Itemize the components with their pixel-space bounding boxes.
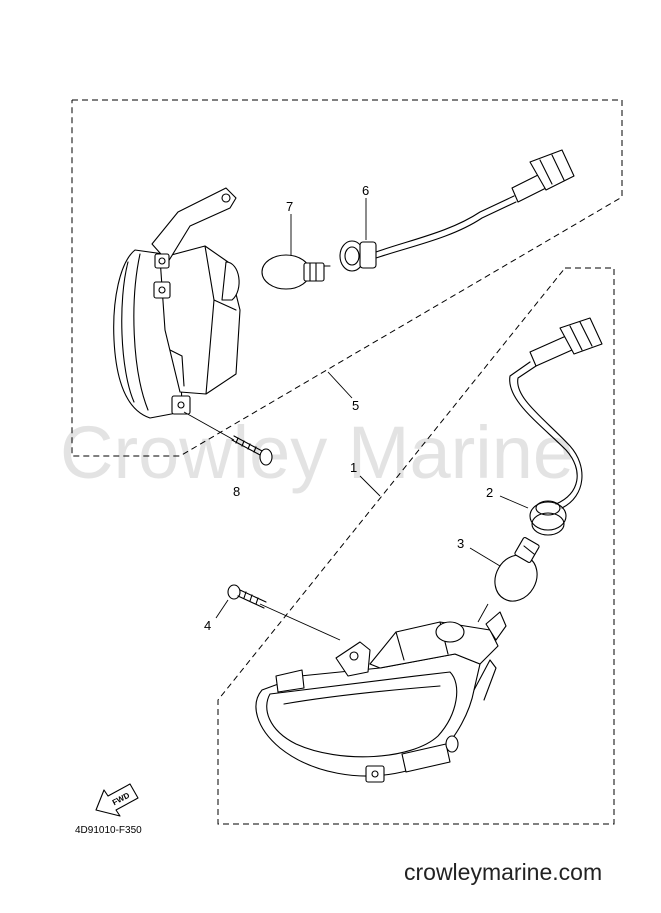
website-text: crowleymarine.com xyxy=(404,859,602,885)
diagram-code: 4D91010-F350 xyxy=(75,825,142,836)
callout-8: 8 xyxy=(233,484,240,499)
watermark-text: Crowley Marine xyxy=(60,411,574,494)
callout-4: 4 xyxy=(204,618,211,633)
fwd-arrow-icon: FWD xyxy=(95,783,139,817)
callout-3: 3 xyxy=(457,536,464,551)
callout-7: 7 xyxy=(286,199,293,214)
lower-lamp-housing xyxy=(255,611,507,783)
upper-lamp-housing xyxy=(113,187,241,419)
screw-4 xyxy=(227,584,267,609)
bulb-3 xyxy=(494,537,540,602)
bulb-7 xyxy=(261,254,331,290)
callout-5: 5 xyxy=(352,398,359,413)
callout-2: 2 xyxy=(486,485,493,500)
assembly-1-boundary xyxy=(217,267,615,825)
assembly-5-boundary xyxy=(71,99,623,457)
socket-harness-6 xyxy=(339,149,575,272)
screw-8 xyxy=(231,435,273,466)
leader-lines xyxy=(183,198,529,641)
callout-1: 1 xyxy=(350,460,357,475)
callout-6: 6 xyxy=(362,183,369,198)
socket-harness-2 xyxy=(509,317,603,536)
